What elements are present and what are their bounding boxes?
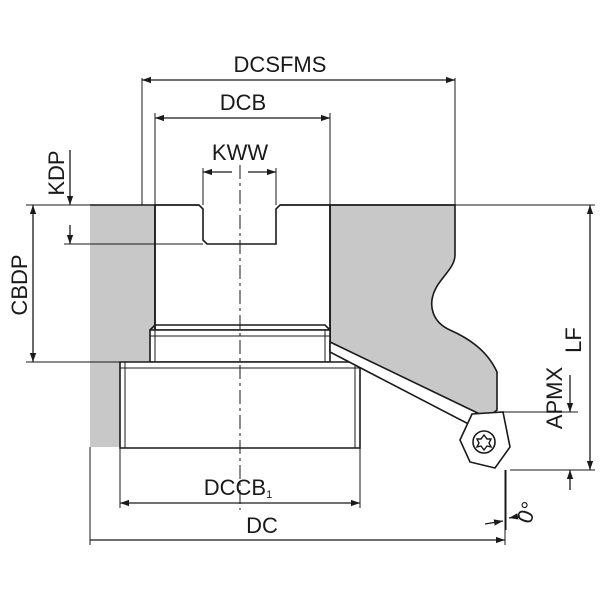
dccb-label: DCCB1: [204, 475, 272, 501]
cbdp-label: CBDP: [7, 254, 32, 315]
apmx-label: APMX: [542, 367, 567, 430]
kww-label: KWW: [212, 140, 268, 165]
dccb-label-subscript: 1: [266, 489, 272, 501]
torx-screw-icon: [475, 433, 493, 452]
lf-extension-lines: [455, 204, 595, 471]
angle-label: 0°: [512, 498, 543, 526]
angle-arrow-left: [484, 519, 504, 526]
dcb-label: DCB: [220, 90, 266, 115]
dccb-label-main: DCCB: [204, 475, 266, 500]
bore-outline: [154, 205, 331, 342]
insert-screw-outer: [472, 430, 496, 454]
dcsfms-extension-lines: [141, 78, 456, 205]
angle-arrow-right: [508, 513, 521, 520]
dc-label: DC: [246, 513, 278, 538]
dccb-extension-lines: [119, 448, 361, 508]
dc-extension-lines: [89, 447, 506, 545]
dcsfms-label: DCSFMS: [234, 52, 327, 77]
dcb-extension-lines: [154, 113, 331, 205]
kdp-label: KDP: [44, 150, 69, 195]
cutter-body-right-section: [329, 204, 498, 421]
lf-label: LF: [561, 327, 586, 353]
cbdp-extension-lines: [26, 204, 150, 363]
arbor-bore: [154, 204, 331, 331]
